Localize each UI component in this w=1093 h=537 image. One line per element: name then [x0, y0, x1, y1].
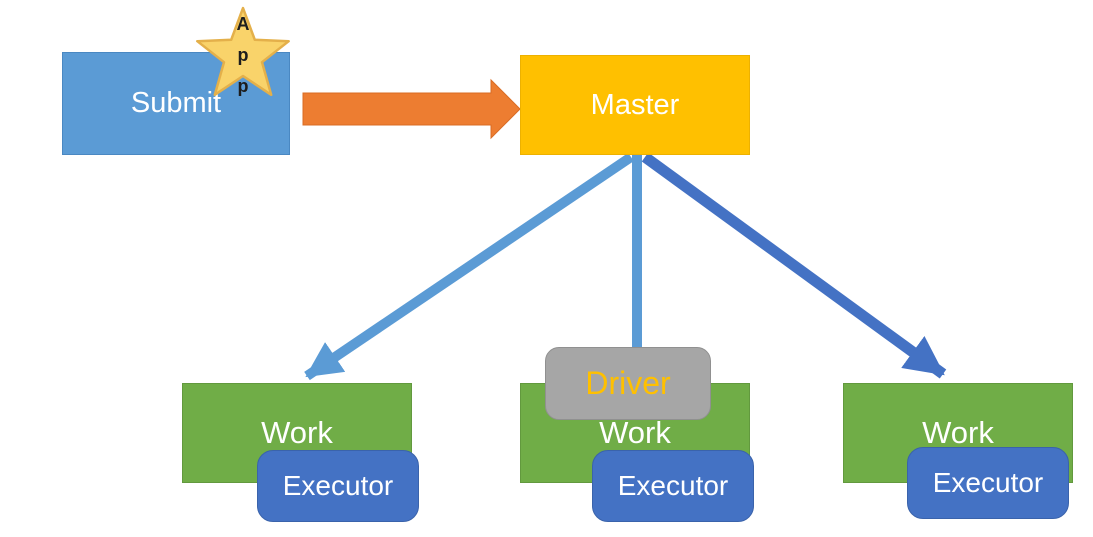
executor-label: Executor — [282, 470, 394, 501]
submit-label: Submit — [130, 87, 222, 119]
executor-box-right: Executor — [907, 447, 1069, 519]
master-box: Master — [520, 55, 750, 155]
executor-box-left: Executor — [257, 450, 419, 522]
worker-label: Work — [599, 415, 671, 450]
worker-label: Work — [922, 415, 994, 450]
star-icon — [196, 6, 290, 97]
driver-label: Driver — [585, 365, 671, 401]
app-star — [196, 6, 290, 97]
submit-to-master-arrow — [302, 78, 521, 140]
master-to-right-worker-arrow — [641, 152, 947, 379]
executor-box-middle: Executor — [592, 450, 754, 522]
executor-label: Executor — [617, 470, 729, 501]
driver-box: Driver — [545, 347, 711, 420]
master-label: Master — [590, 88, 680, 121]
executor-label: Executor — [932, 467, 1044, 498]
worker-label: Work — [261, 415, 333, 450]
master-to-left-worker-arrow — [304, 152, 634, 381]
